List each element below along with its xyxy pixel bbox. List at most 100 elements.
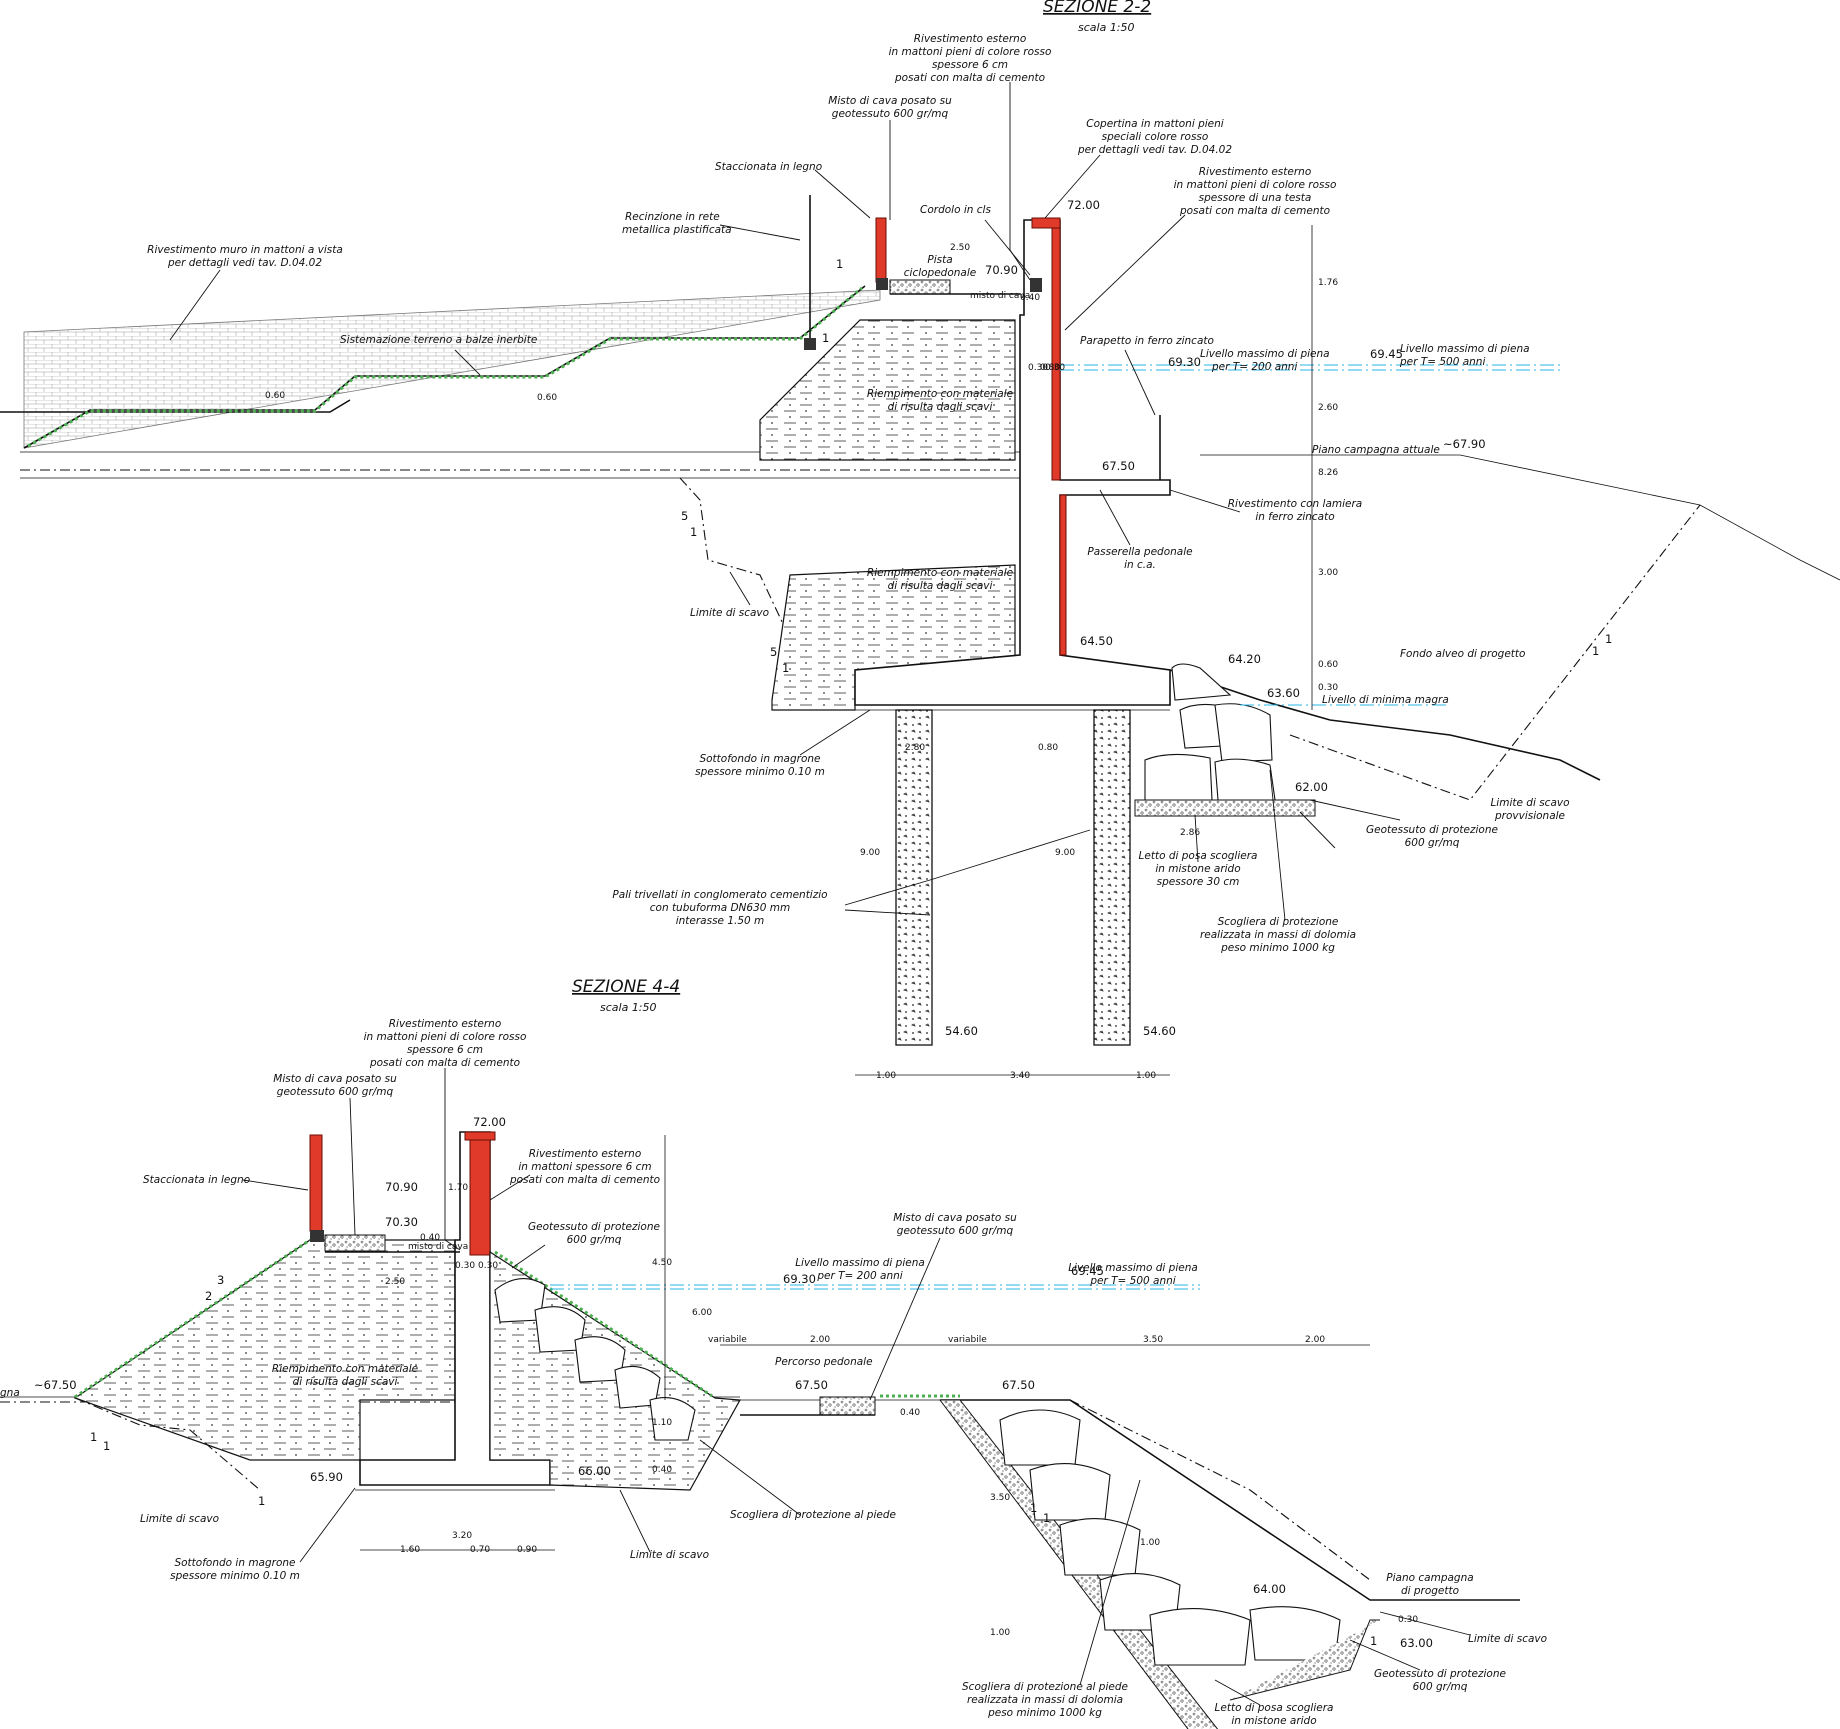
label-copertina: Copertina in mattoni pieni speciali colo…: [1077, 118, 1232, 156]
elev-label: 54.60: [945, 1024, 978, 1038]
label-cordolo: Cordolo in cls: [920, 204, 991, 216]
svg-text:2.50: 2.50: [385, 1277, 405, 1287]
svg-text:Pista: Pista: [927, 254, 952, 266]
elev-label: 70.90: [985, 263, 1018, 277]
svg-text:Copertina in mattoni pieni: Copertina in mattoni pieni: [1086, 118, 1223, 130]
label-livello-500: Livello massimo di piena per T= 500 anni: [1399, 343, 1530, 368]
elev-label: ~67.50: [34, 1378, 77, 1392]
svg-text:9.00: 9.00: [1055, 848, 1075, 858]
svg-text:2.00: 2.00: [810, 1335, 830, 1345]
svg-text:1: 1: [782, 661, 789, 675]
label-pali: Pali trivellati in conglomerato cementiz…: [612, 889, 827, 927]
svg-text:1.00: 1.00: [990, 1628, 1010, 1638]
riverbed-line: [1169, 669, 1601, 781]
svg-text:Rivestimento esterno: Rivestimento esterno: [1199, 166, 1312, 178]
svg-text:0.60: 0.60: [1318, 660, 1338, 670]
svg-text:in ferro zincato: in ferro zincato: [1255, 511, 1334, 523]
svg-text:1: 1: [1043, 1511, 1050, 1525]
section-2-2-scale: scala 1:50: [1078, 21, 1135, 34]
svg-text:spessore minimo 0.10 m: spessore minimo 0.10 m: [695, 766, 825, 778]
svg-text:3: 3: [217, 1273, 224, 1287]
svg-text:0.80: 0.80: [1040, 363, 1060, 373]
rock: [1249, 1606, 1341, 1661]
label-rivestimento-top: Rivestimento esterno in mattoni pieni di…: [889, 33, 1052, 84]
svg-text:peso minimo 1000 kg: peso minimo 1000 kg: [1220, 942, 1335, 954]
label-sottofondo: Sottofondo in magrone spessore minimo 0.…: [695, 753, 825, 778]
elev-label: 69.45: [1370, 347, 1403, 361]
svg-text:Rivestimento con lamiera: Rivestimento con lamiera: [1228, 498, 1363, 510]
path-gravel-44-right: [819, 1396, 876, 1416]
dimensions-2-2: 2.50 0.40 0.80 1.76 2.60 8.26 3.00 0.30 …: [265, 243, 1338, 1081]
svg-text:5: 5: [770, 645, 777, 659]
svg-text:posati con malta di cemento: posati con malta di cemento: [1179, 205, 1330, 217]
grass-slope: [27, 286, 863, 448]
pile-left: [895, 709, 933, 1046]
label-misto-cava-44: Misto di cava posato su geotessuto 600 g…: [273, 1073, 397, 1098]
label-riempimento-44: Riempimento con materiale di risulta dag…: [272, 1363, 418, 1388]
svg-text:600 gr/mq: 600 gr/mq: [1413, 1681, 1468, 1693]
labels-4-4: Rivestimento esterno in mattoni pieni di…: [0, 1018, 1547, 1727]
svg-text:Livello massimo di piena: Livello massimo di piena: [1068, 1262, 1198, 1274]
label-sistemazione: Sistemazione terreno a balze inerbite: [340, 334, 537, 346]
rock: [999, 1409, 1081, 1466]
svg-text:5: 5: [681, 509, 688, 523]
label-piano-left-44: gna: [0, 1387, 20, 1399]
svg-text:1.76: 1.76: [1318, 278, 1338, 288]
svg-text:per T= 200 anni: per T= 200 anni: [816, 1270, 902, 1282]
svg-text:1: 1: [103, 1439, 110, 1453]
svg-text:realizzata in massi di dolomia: realizzata in massi di dolomia: [1200, 929, 1356, 941]
svg-text:3.40: 3.40: [1010, 1071, 1030, 1081]
svg-text:3.50: 3.50: [1143, 1335, 1163, 1345]
svg-text:0.30: 0.30: [478, 1261, 498, 1271]
brick-facing-44: [469, 1134, 491, 1256]
label-letto-posa-44: Letto di posa scogliera in mistone arido: [1215, 1702, 1334, 1727]
svg-text:in mattoni pieni di colore ros: in mattoni pieni di colore rosso: [364, 1031, 527, 1043]
label-passerella: Passerella pedonale in c.a.: [1087, 546, 1192, 571]
svg-text:Geotessuto di protezione: Geotessuto di protezione: [1374, 1668, 1506, 1680]
svg-text:in mattoni pieni di colore ros: in mattoni pieni di colore rosso: [889, 46, 1052, 58]
svg-text:1: 1: [690, 525, 697, 539]
label-percorso: Percorso pedonale: [775, 1356, 873, 1368]
svg-text:Riempimento con materiale: Riempimento con materiale: [272, 1363, 418, 1375]
brick-coping: [1031, 217, 1061, 229]
svg-text:0.40: 0.40: [1020, 293, 1040, 303]
rock-armour-44-lower: [999, 1409, 1341, 1666]
rock: [1149, 1608, 1251, 1666]
label-fondo-alveo: Fondo alveo di progetto: [1400, 648, 1525, 660]
label-riempimento-1: Riempimento con materiale di risulta dag…: [867, 388, 1013, 413]
svg-text:2: 2: [205, 1289, 212, 1303]
elev-label: 67.50: [1102, 459, 1135, 473]
svg-text:0.40: 0.40: [420, 1233, 440, 1243]
brick-passerella-face: [1059, 494, 1067, 656]
label-livello-500-44: Livello massimo di piena per T= 500 anni: [1068, 1262, 1198, 1287]
svg-text:per dettagli vedi tav. D.04.02: per dettagli vedi tav. D.04.02: [167, 257, 322, 269]
label-misto-small-44: misto di cava: [408, 1242, 468, 1252]
leaders-2-2: [169, 82, 1401, 921]
label-limite-scavo: Limite di scavo: [690, 607, 769, 619]
svg-text:1: 1: [1592, 644, 1599, 658]
svg-text:1: 1: [258, 1494, 265, 1508]
label-rivestimento-muro: Rivestimento muro in mattoni a vista per…: [147, 244, 343, 269]
label-limite-scavo-44-bottom: Limite di scavo: [1468, 1633, 1547, 1645]
svg-text:Riempimento con materiale: Riempimento con materiale: [867, 388, 1013, 400]
svg-text:1.00: 1.00: [1140, 1538, 1160, 1548]
brick-facing-wall: [23, 289, 881, 449]
svg-text:600 gr/mq: 600 gr/mq: [567, 1234, 622, 1246]
svg-text:geotessuto 600 gr/mq: geotessuto 600 gr/mq: [277, 1086, 394, 1098]
svg-text:0.30: 0.30: [1028, 363, 1048, 373]
svg-text:Rivestimento esterno: Rivestimento esterno: [529, 1148, 642, 1160]
rock: [1059, 1518, 1141, 1576]
label-rivestimento-6cm: Rivestimento esterno in mattoni spessore…: [509, 1148, 660, 1186]
svg-text:Recinzione in rete: Recinzione in rete: [625, 211, 720, 223]
gravel-bed-22: [1134, 799, 1316, 817]
excavation-limit-right: [1289, 504, 1701, 801]
svg-text:2.80: 2.80: [905, 743, 925, 753]
svg-text:1: 1: [836, 257, 843, 271]
label-geotessuto-bottom-44: Geotessuto di protezione 600 gr/mq: [1374, 1668, 1506, 1693]
svg-text:di risulta dagli scavi: di risulta dagli scavi: [293, 1376, 398, 1388]
elev-label: 64.00: [1253, 1582, 1286, 1596]
svg-text:Misto di cava posato su: Misto di cava posato su: [273, 1073, 397, 1085]
elev-label: 62.00: [1295, 780, 1328, 794]
label-scogliera: Scogliera di protezione realizzata in ma…: [1200, 916, 1356, 954]
svg-text:2.60: 2.60: [1318, 403, 1338, 413]
